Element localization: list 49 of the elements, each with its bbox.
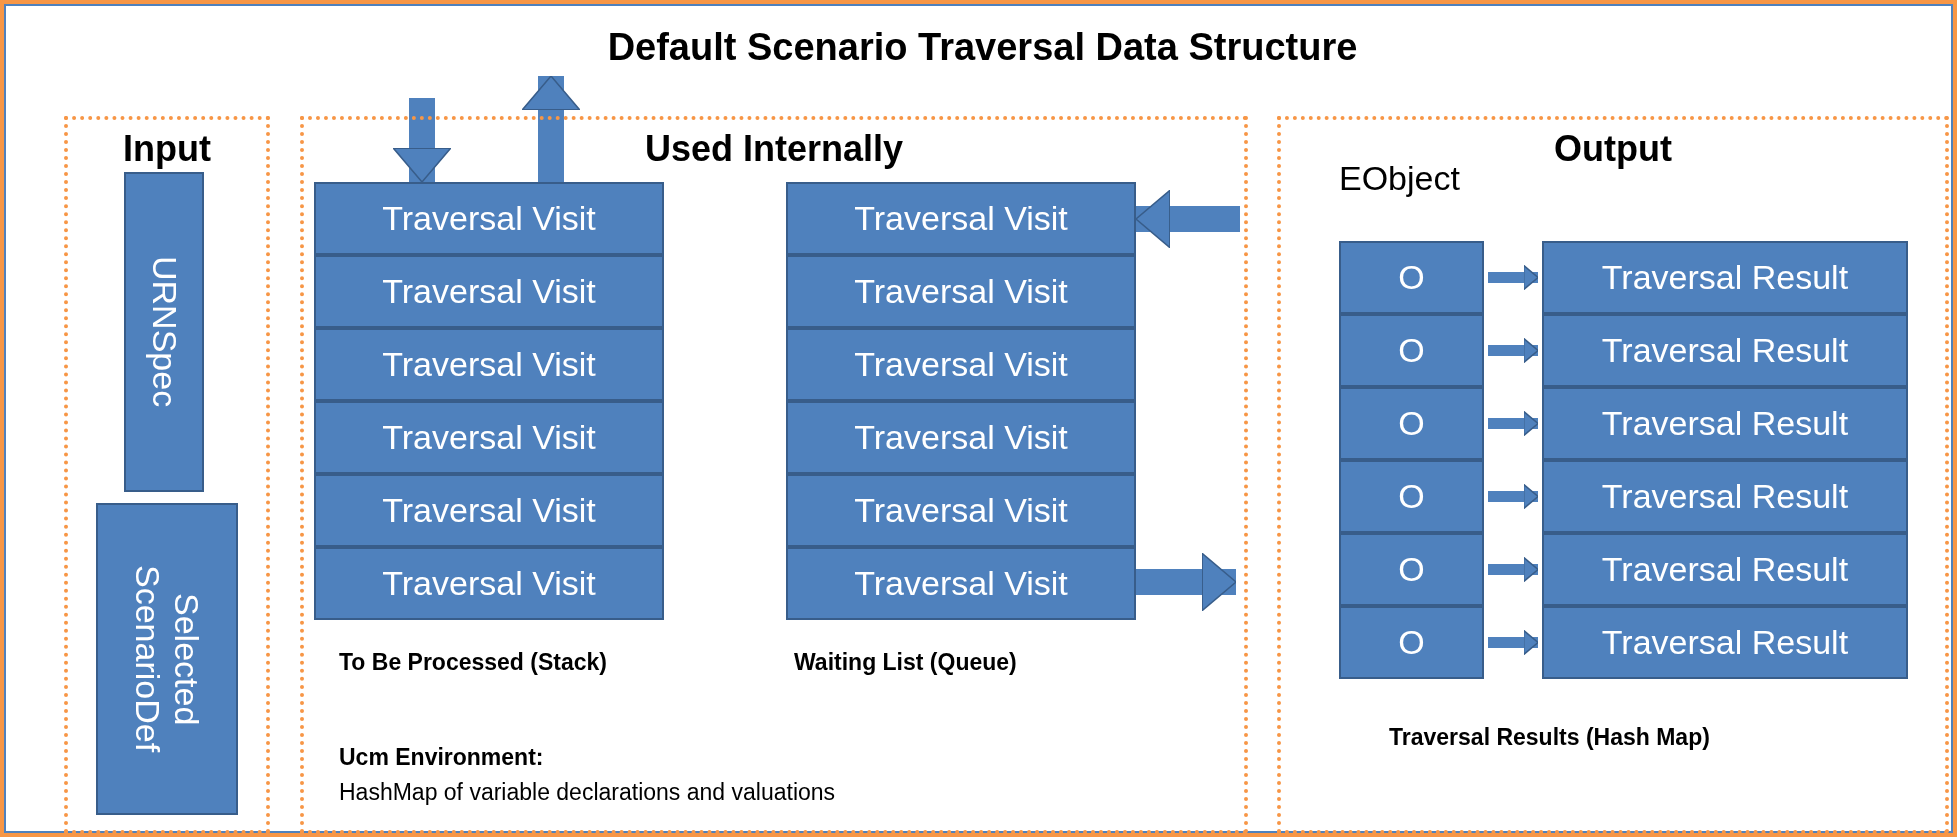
list-entry-box: Traversal Result [1542, 387, 1908, 460]
note-text: EObject [1339, 159, 1460, 198]
list-entry-box: Traversal Result [1542, 314, 1908, 387]
arrow [1488, 483, 1539, 510]
list-entry-box: Traversal Visit [786, 401, 1136, 474]
arrow [1488, 629, 1539, 656]
arrow [1488, 556, 1539, 583]
vertical-box: URNSpec [124, 172, 204, 492]
list-entry-box: Traversal Visit [314, 182, 664, 255]
list-entry-box: O [1339, 387, 1484, 460]
list-entry-box: Traversal Result [1542, 241, 1908, 314]
dotted-panel [300, 116, 1248, 833]
list-entry-box: Traversal Result [1542, 606, 1908, 679]
arrow [1488, 337, 1539, 364]
group-title: Output [1553, 128, 1673, 170]
list-entry-box: Traversal Visit [314, 474, 664, 547]
arrow [521, 75, 581, 182]
list-entry-box: Traversal Visit [314, 547, 664, 620]
note-text: HashMap of variable declarations and valuations [339, 779, 836, 806]
dotted-panel [1277, 116, 1949, 833]
list-entry-box: Traversal Result [1542, 460, 1908, 533]
arrow [392, 98, 452, 183]
list-entry-box: Traversal Visit [314, 401, 664, 474]
arrow [1488, 264, 1539, 291]
caption: To Be Processed (Stack) [339, 649, 607, 676]
list-entry-box: O [1339, 314, 1484, 387]
arrow [1136, 552, 1237, 612]
caption: Ucm Environment: [339, 744, 544, 771]
arrow [1488, 410, 1539, 437]
list-entry-box: Traversal Visit [314, 328, 664, 401]
caption: Traversal Results (Hash Map) [1389, 724, 1710, 751]
list-entry-box: O [1339, 606, 1484, 679]
list-entry-box: Traversal Result [1542, 533, 1908, 606]
vertical-box: Selected ScenarioDef [96, 503, 238, 815]
list-entry-box: Traversal Visit [786, 474, 1136, 547]
list-entry-box: Traversal Visit [786, 547, 1136, 620]
group-title: Input [122, 128, 212, 170]
caption: Waiting List (Queue) [794, 649, 1017, 676]
list-entry-box: Traversal Visit [786, 328, 1136, 401]
list-entry-box: O [1339, 460, 1484, 533]
list-entry-box: Traversal Visit [786, 182, 1136, 255]
list-entry-box: O [1339, 533, 1484, 606]
arrow [1135, 189, 1240, 249]
group-title: Used Internally [643, 128, 905, 170]
list-entry-box: O [1339, 241, 1484, 314]
list-entry-box: Traversal Visit [786, 255, 1136, 328]
diagram-title: Default Scenario Traversal Data Structure [606, 26, 1359, 69]
list-entry-box: Traversal Visit [314, 255, 664, 328]
dotted-panel [64, 116, 270, 833]
